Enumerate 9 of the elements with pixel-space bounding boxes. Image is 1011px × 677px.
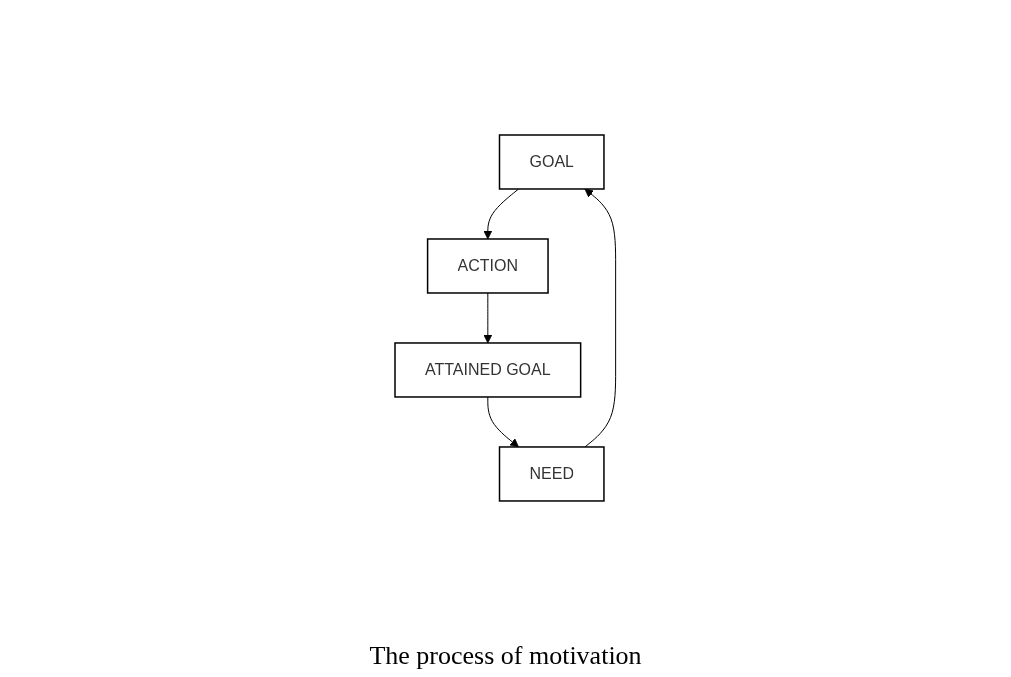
arrow: [487, 396, 520, 447]
node-box: ATTAINED GOAL: [394, 341, 582, 398]
node-box: NEED: [498, 445, 605, 502]
arrow: [483, 188, 520, 239]
diagram-caption: The process of motivation: [369, 641, 642, 671]
arrow: [584, 188, 617, 447]
arrow: [483, 292, 493, 343]
node-box: ACTION: [427, 237, 549, 294]
node-box: GOAL: [498, 133, 605, 190]
